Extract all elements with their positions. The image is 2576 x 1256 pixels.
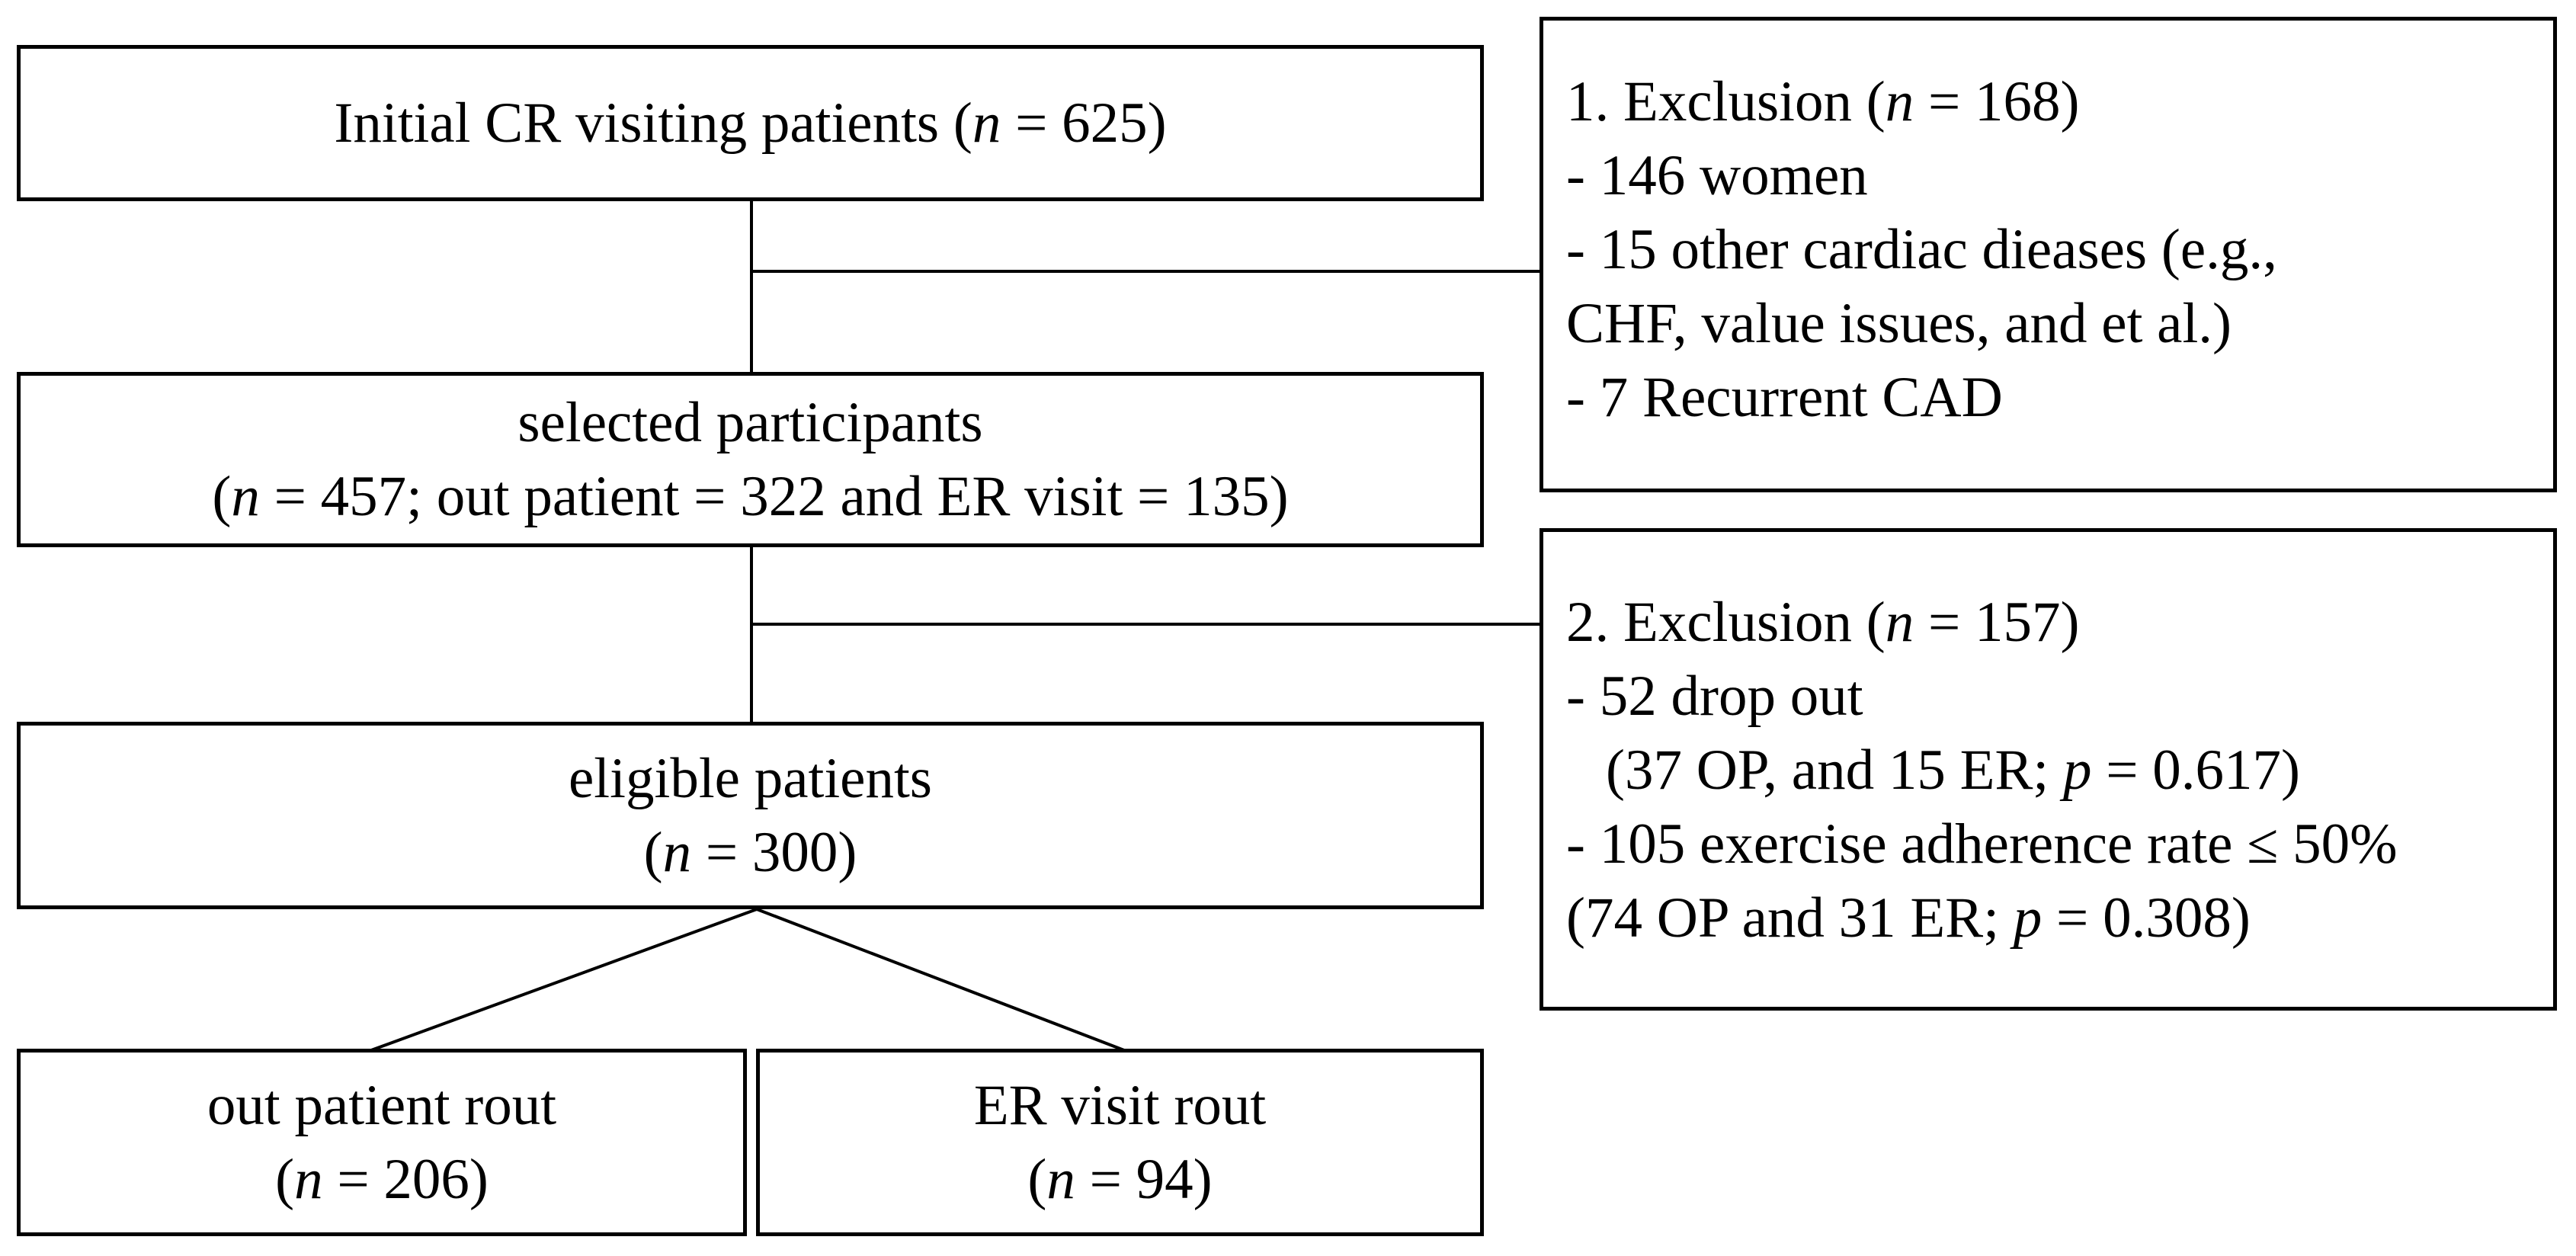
exclusion2-line4: - 105 exercise adherence rate ≤ 50% <box>1566 807 2530 881</box>
box-selected-line1: selected participants <box>517 386 982 460</box>
text-segment: = 300) <box>691 821 857 884</box>
box-exclusion-2: 2. Exclusion (n = 157) - 52 drop out (37… <box>1540 528 2557 1011</box>
text-segment: Initial CR visiting patients ( <box>334 91 972 155</box>
text-segment: (37 OP, and 15 ER; <box>1606 739 2063 802</box>
box-initial-cr-patients: Initial CR visiting patients (n = 625) <box>17 45 1484 201</box>
box-ervisit-line2: (n = 94) <box>1027 1142 1212 1216</box>
exclusion1-line5: - 7 Recurrent CAD <box>1566 360 2530 434</box>
text-segment: (74 OP and 31 ER; <box>1566 886 2014 950</box>
exclusion1-line4: CHF, value issues, and et al.) <box>1566 287 2530 360</box>
italic-variable: n <box>972 91 1001 155</box>
box-eligible-patients: eligible patients (n = 300) <box>17 722 1484 909</box>
exclusion1-line3: - 15 other cardiac dieases (e.g., <box>1566 213 2530 287</box>
box-outpatient-line1: out patient rout <box>207 1069 556 1142</box>
text-segment: = 0.308) <box>2042 886 2251 950</box>
text-segment: 1. Exclusion ( <box>1566 70 1886 133</box>
text-segment: - 146 women <box>1566 144 1868 207</box>
box-initial-text: Initial CR visiting patients (n = 625) <box>334 86 1166 160</box>
box-outpatient-line2: (n = 206) <box>275 1142 489 1216</box>
text-segment: ER visit rout <box>973 1074 1267 1137</box>
italic-variable: n <box>1885 70 1914 133</box>
text-segment: = 206) <box>322 1148 489 1211</box>
italic-variable: p <box>2013 886 2043 950</box>
box-selected-participants: selected participants (n = 457; out pati… <box>17 372 1484 547</box>
text-segment: = 625) <box>1001 91 1167 155</box>
box-eligible-line2: (n = 300) <box>644 815 857 889</box>
italic-variable: n <box>231 465 260 528</box>
text-segment: = 0.617) <box>2091 739 2301 802</box>
text-segment: = 94) <box>1075 1148 1213 1211</box>
exclusion1-line1: 1. Exclusion (n = 168) <box>1566 65 2530 139</box>
text-segment: = 168) <box>1914 70 2080 133</box>
exclusion2-line1: 2. Exclusion (n = 157) <box>1566 585 2530 659</box>
exclusion2-line3: (37 OP, and 15 ER; p = 0.617) <box>1566 733 2530 807</box>
italic-variable: n <box>662 821 692 884</box>
text-segment: CHF, value issues, and et al.) <box>1566 292 2232 355</box>
box-ervisit-line1: ER visit rout <box>974 1069 1266 1142</box>
text-segment: - 52 drop out <box>1566 665 1863 728</box>
box-er-visit-route: ER visit rout (n = 94) <box>756 1049 1484 1236</box>
text-segment: - 105 exercise adherence rate ≤ 50% <box>1566 812 2398 876</box>
exclusion2-line2: - 52 drop out <box>1566 659 2530 733</box>
text-segment: ( <box>1027 1148 1047 1211</box>
italic-variable: n <box>1046 1148 1075 1211</box>
text-segment: ( <box>275 1148 295 1211</box>
italic-variable: n <box>294 1148 323 1211</box>
box-outpatient-route: out patient rout (n = 206) <box>17 1049 747 1236</box>
connector-eligible-to-outpatient-diagonal <box>370 908 758 1052</box>
text-segment: - 15 other cardiac dieases (e.g., <box>1566 218 2277 281</box>
italic-variable: n <box>1885 591 1914 654</box>
connector-eligible-to-ervisit-diagonal <box>756 908 1125 1052</box>
text-segment: eligible patients <box>569 747 932 810</box>
exclusion1-line2: - 146 women <box>1566 139 2530 213</box>
text-segment: out patient rout <box>207 1074 557 1137</box>
text-segment: 2. Exclusion ( <box>1566 591 1886 654</box>
text-segment: = 457; out patient = 322 and ER visit = … <box>259 465 1289 528</box>
italic-variable: p <box>2063 739 2092 802</box>
text-segment: ( <box>212 465 232 528</box>
text-segment: - 7 Recurrent CAD <box>1566 366 2003 429</box>
text-segment: ( <box>643 821 663 884</box>
text-segment: = 157) <box>1914 591 2080 654</box>
text-segment: selected participants <box>517 391 983 454</box>
box-exclusion-1: 1. Exclusion (n = 168) - 146 women - 15 … <box>1540 17 2557 492</box>
box-selected-line2: (n = 457; out patient = 322 and ER visit… <box>212 460 1288 533</box>
exclusion2-line5: (74 OP and 31 ER; p = 0.308) <box>1566 881 2530 955</box>
box-eligible-line1: eligible patients <box>569 742 932 815</box>
